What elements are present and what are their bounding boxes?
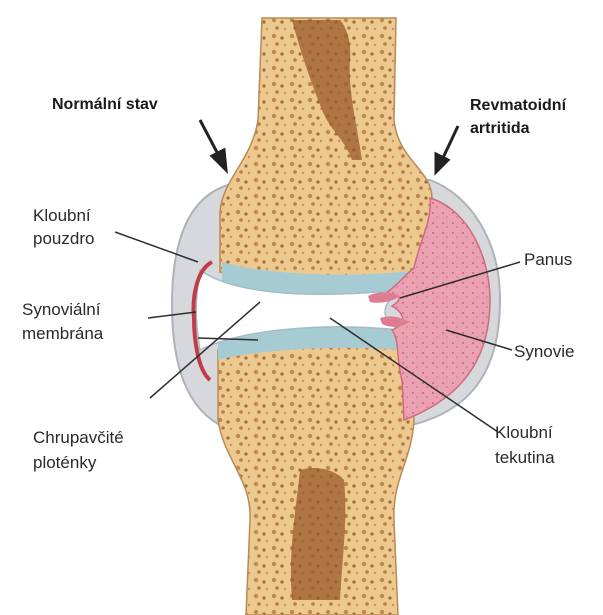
label-capsule-line1: Kloubní <box>33 205 91 227</box>
label-synovial-line2: membrána <box>22 323 103 345</box>
label-fluid-line1: Kloubní <box>495 422 553 444</box>
label-ra-line1: Revmatoidní <box>470 95 566 117</box>
arrow-ra <box>436 126 458 172</box>
label-cartilage-line2: ploténky <box>33 452 96 474</box>
lower-marrow <box>291 468 345 600</box>
label-fluid-line2: tekutina <box>495 447 555 469</box>
label-capsule-line2: pouzdro <box>33 228 94 250</box>
label-ra-line2: artritida <box>470 118 530 140</box>
label-synovium: Synovie <box>514 341 574 363</box>
label-pannus: Panus <box>524 249 572 271</box>
label-normal: Normální stav <box>52 94 158 116</box>
label-synovial-line1: Synoviální <box>22 299 100 321</box>
label-cartilage-line1: Chrupavčité <box>33 427 124 449</box>
arrow-normal <box>200 120 226 170</box>
